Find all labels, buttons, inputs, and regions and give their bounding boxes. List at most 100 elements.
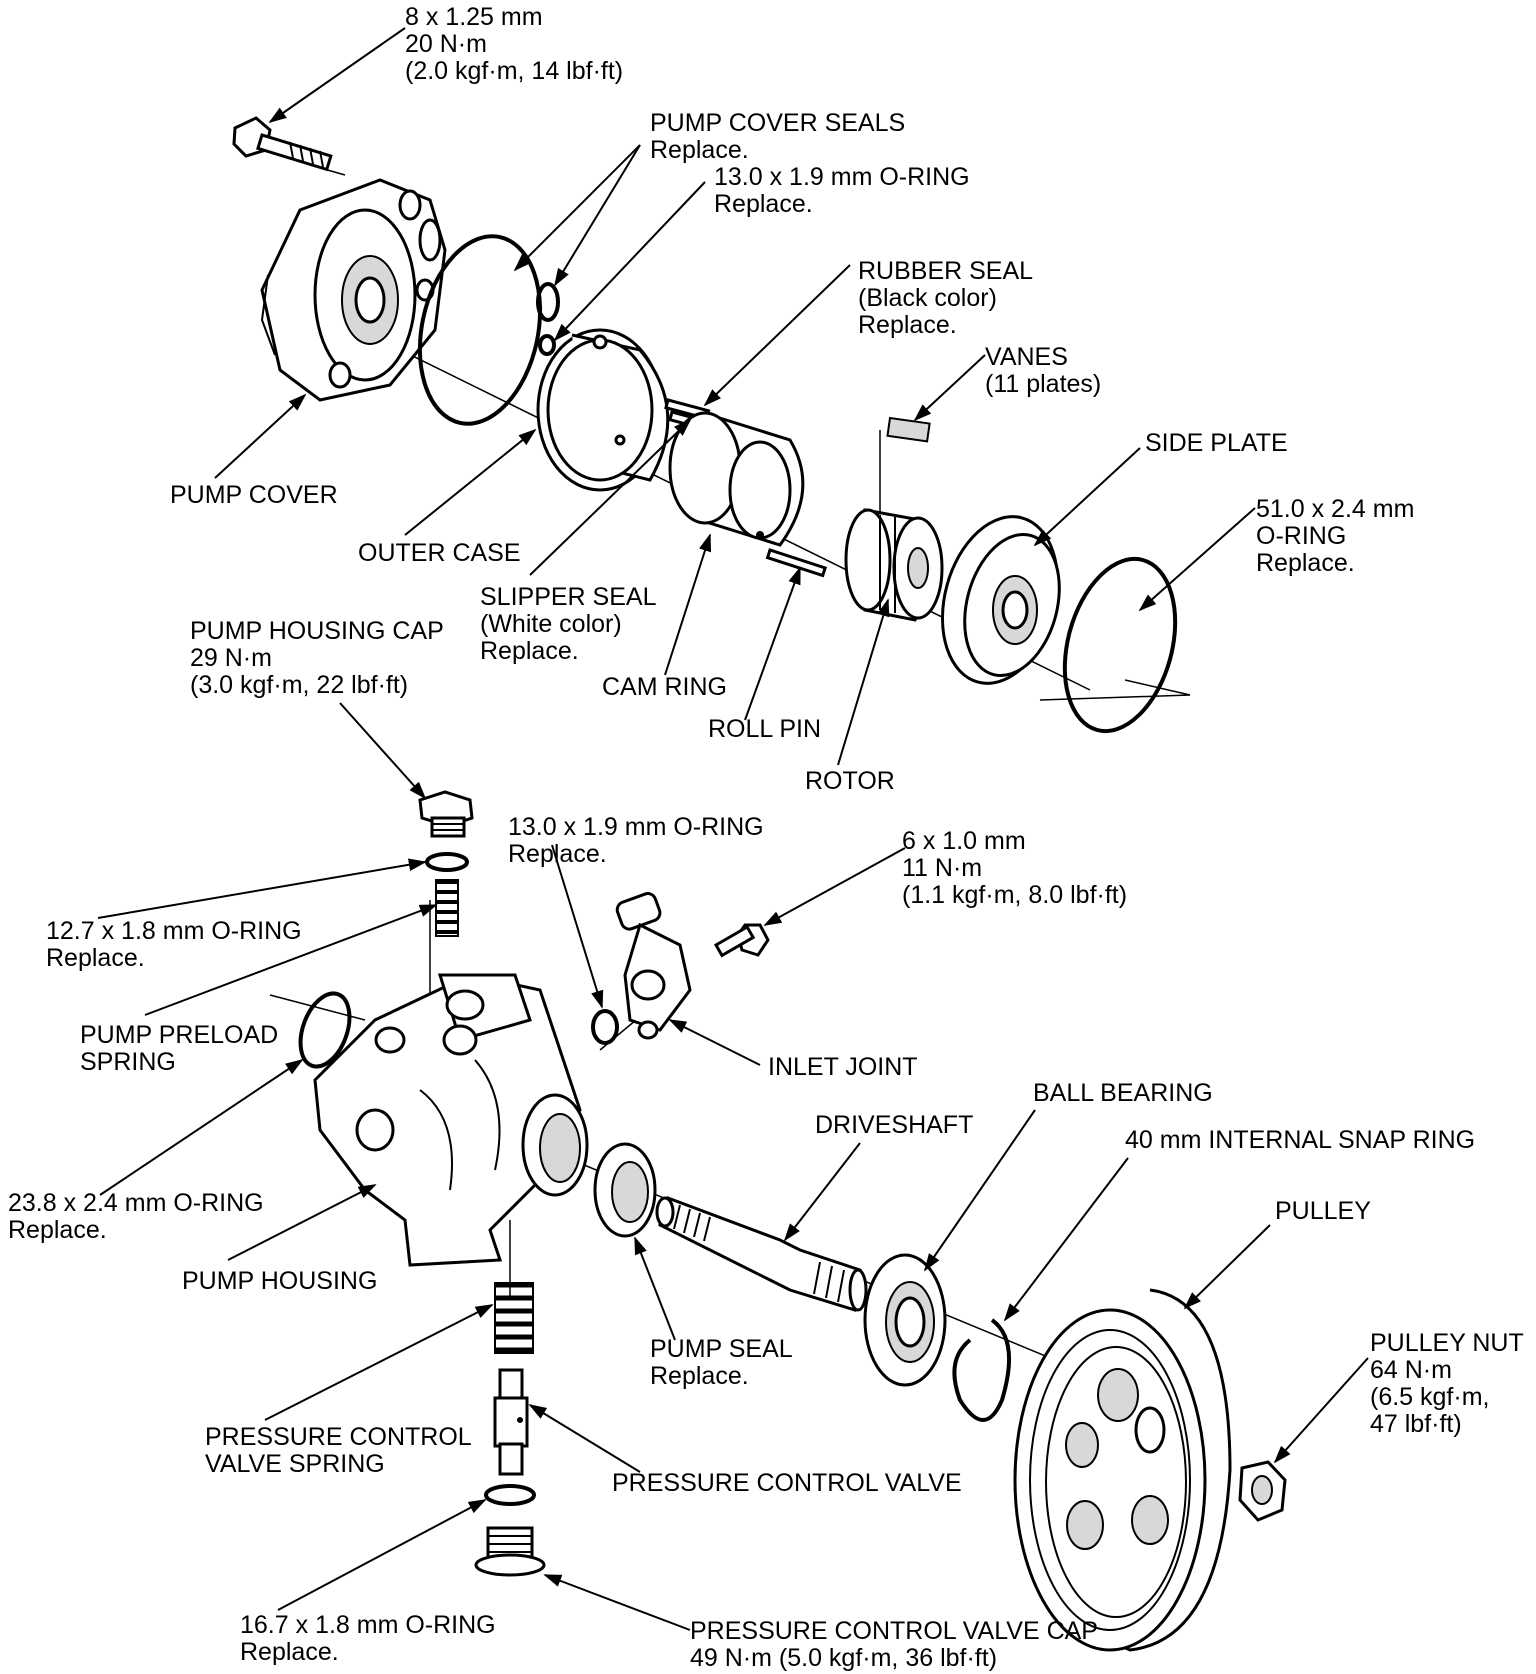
label-line: 64 N·m: [1370, 1356, 1452, 1384]
label-line: ROTOR: [805, 767, 895, 795]
leader-slipper-seal: [529, 418, 692, 576]
label-line: 51.0 x 2.4 mm: [1256, 495, 1415, 523]
label-line: Replace.: [1256, 549, 1355, 577]
leader-pump-cover: [214, 393, 307, 479]
inlet-joint-bolt: [713, 923, 770, 958]
label-ball-bearing: BALL BEARING: [1033, 1080, 1213, 1107]
vane-plate: [886, 416, 931, 443]
label-line: 20 N·m: [405, 30, 487, 58]
label-pump-cover: PUMP COVER: [170, 482, 338, 509]
leader-housing-cap: [339, 702, 427, 800]
label-line: PRESSURE CONTROL VALVE: [612, 1469, 962, 1497]
label-line: VALVE SPRING: [205, 1450, 385, 1478]
label-line: 12.7 x 1.8 mm O-RING: [46, 917, 302, 945]
leader-pulley-nut: [1273, 1357, 1369, 1464]
label-line: OUTER CASE: [358, 539, 521, 567]
side-plate-part: [940, 515, 1061, 685]
label-line: Replace.: [8, 1216, 107, 1244]
label-pump-housing: PUMP HOUSING: [182, 1268, 377, 1295]
leader-cover-seals-b: [554, 144, 641, 287]
label-driveshaft: DRIVESHAFT: [815, 1112, 973, 1139]
leader-rotor: [837, 598, 890, 766]
pump-cover-seal-small: [536, 282, 560, 322]
ball-bearing-part: [863, 1253, 947, 1387]
label-pcv: PRESSURE CONTROL VALVE: [612, 1470, 962, 1497]
outer-case: [536, 328, 670, 492]
label-line: 6 x 1.0 mm: [902, 827, 1026, 855]
pcv-spring-part: [494, 1282, 534, 1354]
leader-pump-seal: [634, 1236, 676, 1341]
leader-cam-ring: [664, 533, 712, 676]
label-line: PUMP COVER: [170, 481, 338, 509]
pump-cover-bolt: [232, 116, 333, 172]
oring-13-mid-part: [591, 1009, 619, 1045]
label-line: 8 x 1.25 mm: [405, 3, 543, 31]
cam-ring-part: [668, 411, 805, 547]
leader-preload-spring: [144, 904, 438, 1016]
pcv-part: [493, 1368, 529, 1476]
label-line: 13.0 x 1.9 mm O-RING: [714, 163, 970, 191]
leader-oring-13-top: [553, 181, 706, 342]
leader-oring-23-8: [99, 1058, 304, 1196]
label-line: (1.1 kgf·m, 8.0 lbf·ft): [902, 881, 1128, 909]
leader-driveshaft: [783, 1142, 861, 1242]
label-line: Replace.: [480, 637, 579, 665]
label-line: Replace.: [46, 944, 145, 972]
pcv-cap-part: [474, 1526, 546, 1577]
leader-bolt-6mm: [763, 847, 906, 926]
roll-pin-part: [765, 548, 828, 578]
oring-16-7-part: [484, 1484, 536, 1506]
label-line: Replace.: [714, 190, 813, 218]
label-line: VANES: [985, 343, 1068, 371]
oring-51: [1062, 556, 1178, 734]
leader-cover-seals-a: [513, 144, 641, 272]
label-line: 13.0 x 1.9 mm O-RING: [508, 813, 764, 841]
leader-pcv-spring: [264, 1304, 494, 1421]
leader-pulley: [1183, 1224, 1271, 1310]
leader-bolt-8mm: [268, 27, 406, 124]
leader-snap-ring: [1003, 1157, 1129, 1322]
leader-lines: [97, 27, 1369, 1631]
label-side-plate: SIDE PLATE: [1145, 430, 1288, 457]
leader-roll-pin: [744, 566, 801, 721]
label-line: CAM RING: [602, 673, 727, 701]
label-snap-ring: 40 mm INTERNAL SNAP RING: [1125, 1127, 1475, 1154]
leader-pcv-cap: [543, 1574, 691, 1631]
label-line: PUMP SEAL: [650, 1335, 793, 1363]
label-rotor: ROTOR: [805, 768, 895, 795]
pump-seal-part: [593, 1142, 657, 1238]
label-line: (Black color): [858, 284, 997, 312]
oring-23-8-part: [298, 991, 352, 1069]
label-line: PUMP HOUSING CAP: [190, 617, 444, 645]
driveshaft-part: [655, 1196, 868, 1312]
label-line: PUMP COVER SEALS: [650, 109, 906, 137]
label-inlet-joint: INLET JOINT: [768, 1054, 918, 1081]
snap-ring-part: [952, 1318, 1012, 1422]
label-cam-ring: CAM RING: [602, 674, 727, 701]
inlet-joint-part: [615, 892, 692, 1040]
leader-pump-housing: [227, 1184, 377, 1261]
label-line: O-RING: [1256, 522, 1347, 550]
leader-vanes: [913, 354, 986, 422]
label-line: 16.7 x 1.8 mm O-RING: [240, 1611, 496, 1639]
label-line: 47 lbf·ft): [1370, 1410, 1462, 1438]
leader-rubber-seal: [703, 264, 851, 407]
label-line: SLIPPER SEAL: [480, 583, 657, 611]
label-line: 11 N·m: [902, 854, 983, 882]
label-roll-pin: ROLL PIN: [708, 716, 821, 743]
label-outer-case: OUTER CASE: [358, 540, 521, 567]
label-line: PRESSURE CONTROL VALVE CAP: [690, 1617, 1098, 1645]
label-line: DRIVESHAFT: [815, 1111, 974, 1139]
pump-housing-part: [313, 973, 589, 1267]
